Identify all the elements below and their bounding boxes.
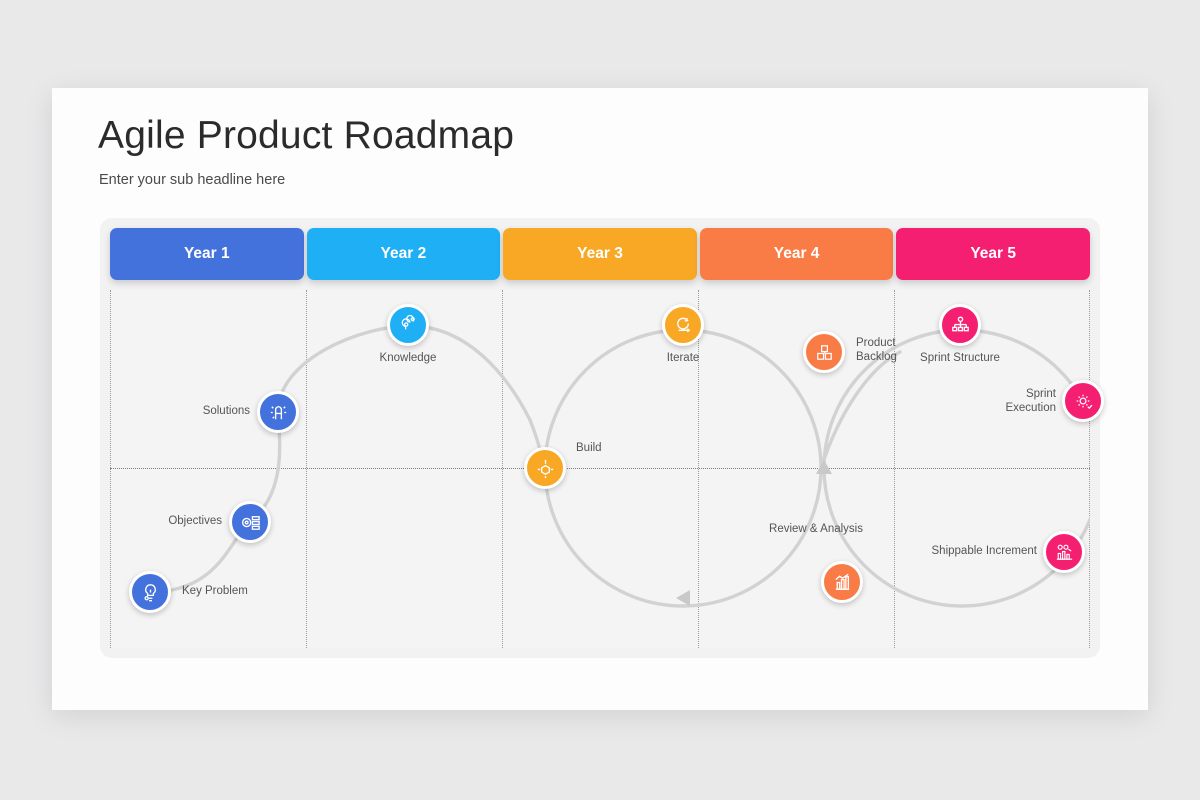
- grid-vline: [698, 290, 699, 648]
- page-title: Agile Product Roadmap: [98, 114, 515, 157]
- hierarchy-tree-icon: [951, 315, 969, 331]
- year-label: Year 3: [577, 245, 623, 262]
- node-iterate[interactable]: [662, 304, 704, 346]
- node-label: Knowledge: [379, 352, 437, 364]
- node-review-analysis[interactable]: [821, 561, 863, 603]
- node-solutions[interactable]: [257, 391, 299, 433]
- path-knowledge-build: [408, 324, 532, 422]
- year-chip-4[interactable]: Year 4: [699, 228, 894, 280]
- node-label: Build: [576, 442, 602, 454]
- node-objectives[interactable]: [229, 501, 271, 543]
- grid-vline: [1089, 290, 1090, 648]
- grid-vline: [894, 290, 895, 648]
- grid-vline: [306, 290, 307, 648]
- node-label: Product Backlog: [856, 337, 897, 363]
- puzzle-idea-icon: [270, 405, 286, 419]
- page-subtitle: Enter your sub headline here: [99, 172, 286, 188]
- year-label: Year 2: [380, 245, 427, 262]
- node-sprint-structure[interactable]: [939, 304, 981, 346]
- node-label: Solutions: [202, 405, 250, 417]
- cycle-arrow-icon: [676, 317, 690, 332]
- lightbulb-idea-icon: [143, 583, 156, 601]
- grid-hline: [110, 468, 1090, 469]
- path-solutions-knowledge: [276, 324, 412, 414]
- cycle-year3: [543, 328, 823, 608]
- node-key-problem[interactable]: [129, 571, 171, 613]
- target-checklist-icon: [241, 515, 260, 530]
- connector-paths: [148, 324, 1090, 608]
- node-sprint-execution[interactable]: [1062, 380, 1104, 422]
- year-label: Year 4: [773, 245, 820, 262]
- year-chip-2[interactable]: Year 2: [306, 228, 501, 280]
- gear-refresh-icon: [1076, 394, 1092, 409]
- year-chip-5[interactable]: Year 5: [896, 228, 1090, 280]
- node-knowledge[interactable]: [387, 304, 429, 346]
- node-label: Review & Analysis: [769, 523, 863, 535]
- grid-vline: [502, 290, 503, 648]
- node-build[interactable]: [524, 447, 566, 489]
- arrowhead-cycle-year4: [816, 460, 832, 474]
- path-arrowheads: [676, 460, 832, 606]
- node-shippable-increment[interactable]: [1043, 531, 1085, 573]
- roadmap-panel: Year 1 Year 2 Year 3 Year 4 Year 5: [100, 218, 1104, 658]
- grid-vline: [110, 290, 111, 648]
- slide-canvas: Agile Product Roadmap Enter your sub hea…: [52, 88, 1148, 710]
- kpi-dashboard-icon: [1056, 544, 1072, 560]
- roadmap-grid: Key Problem Objectives Solutions: [110, 290, 1104, 648]
- path-iterate-backlog-link: [819, 350, 902, 470]
- year-label: Year 5: [970, 245, 1017, 262]
- backlog-stack-icon: [816, 344, 832, 360]
- year-label: Year 1: [183, 245, 230, 262]
- arrowhead-cycle-year3: [676, 590, 690, 606]
- node-label: Key Problem: [182, 585, 248, 597]
- node-label: Shippable Increment: [931, 545, 1037, 557]
- two-heads-gear-icon: [401, 314, 415, 329]
- node-label: Iterate: [666, 352, 700, 364]
- bar-chart-growth-icon: [834, 573, 849, 590]
- year-chip-1[interactable]: Year 1: [110, 228, 304, 280]
- year-header-bar: Year 1 Year 2 Year 3 Year 4 Year 5: [110, 228, 1090, 280]
- node-label: Objectives: [168, 515, 222, 527]
- node-label: Sprint Structure: [920, 352, 1000, 364]
- node-product-backlog[interactable]: [803, 331, 845, 373]
- cube-build-icon: [537, 459, 553, 478]
- node-label: Sprint Execution: [1005, 388, 1056, 414]
- year-chip-3[interactable]: Year 3: [503, 228, 697, 280]
